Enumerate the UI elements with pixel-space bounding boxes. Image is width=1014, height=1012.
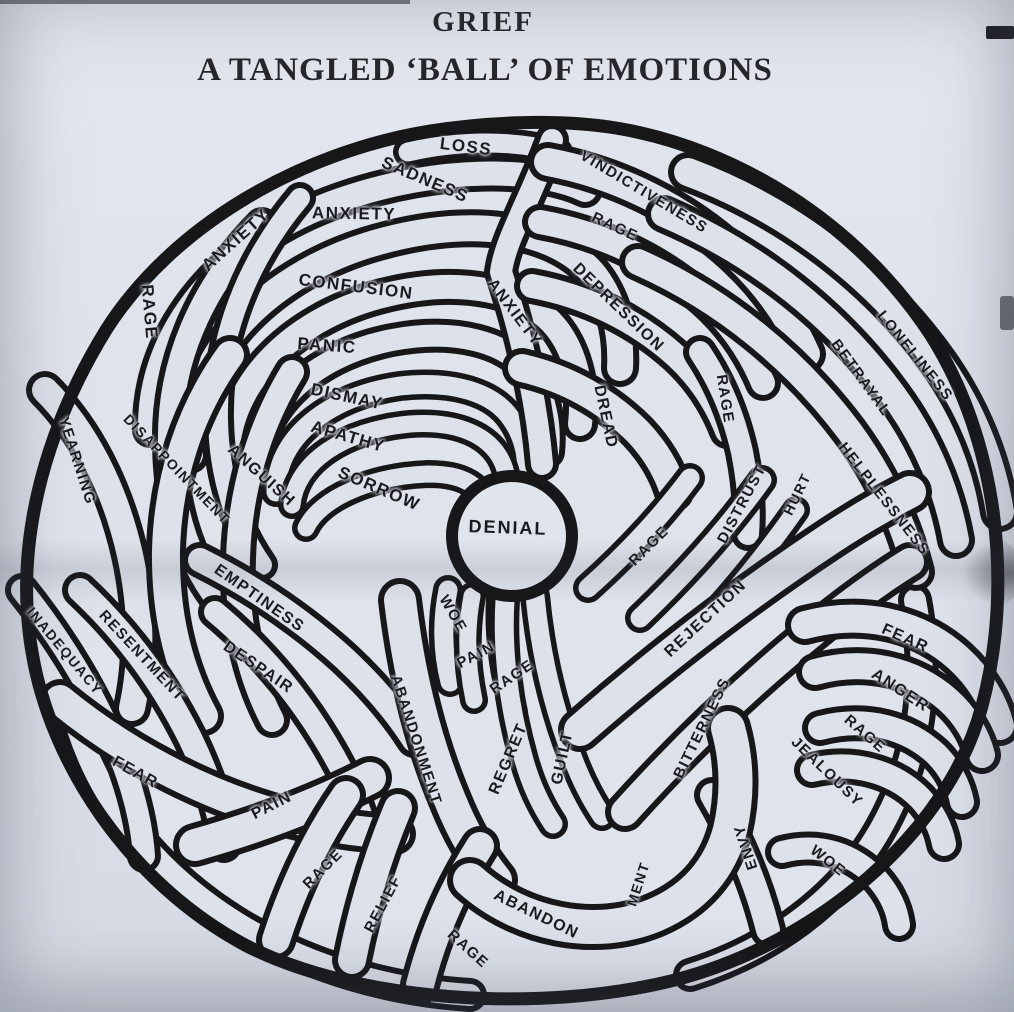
- strand-betrayal: [645, 195, 975, 559]
- emotion-label-anxiety-2: ANXIETY: [311, 203, 397, 224]
- strand-relief: [332, 788, 418, 980]
- strand-woe-spoke: [428, 575, 465, 697]
- scan-corner-mark: [986, 26, 1014, 39]
- strand-anxiety-center: [484, 123, 569, 481]
- strand-dread: [502, 348, 694, 512]
- strand-rejection: [558, 470, 932, 752]
- strand-jealousy: [794, 748, 962, 862]
- denial-circle: [446, 470, 578, 602]
- strand-sorrow: [292, 460, 488, 542]
- strand-pain-spoke: [453, 582, 488, 714]
- strand-anguish: [219, 354, 310, 738]
- strand-regret: [489, 585, 568, 839]
- strand-rage-nested: [802, 705, 980, 820]
- strand-emptiness: [182, 542, 432, 758]
- strand-rage-bottomleft: [256, 775, 366, 960]
- strand-distrust: [625, 465, 777, 633]
- scan-right-edge-mark: [1000, 296, 1014, 330]
- page-subtitle: A TANGLED ‘BALL’ OF EMOTIONS: [197, 52, 773, 88]
- scan-top-edge-mark: [0, 0, 410, 4]
- strand-confusion: [209, 269, 599, 486]
- emotion-label-panic: PANIC: [296, 333, 358, 358]
- strand-dismay: [261, 369, 542, 507]
- strand-rage-right-of-denial: [573, 463, 705, 603]
- strand-apathy: [278, 409, 522, 519]
- strand-abandon-loop: [447, 705, 759, 951]
- strand-disappointment: [145, 335, 250, 736]
- denial-center-label: DENIAL: [468, 516, 548, 539]
- ball-outline: [20, 115, 1005, 1006]
- page-title: GRIEF: [432, 6, 534, 38]
